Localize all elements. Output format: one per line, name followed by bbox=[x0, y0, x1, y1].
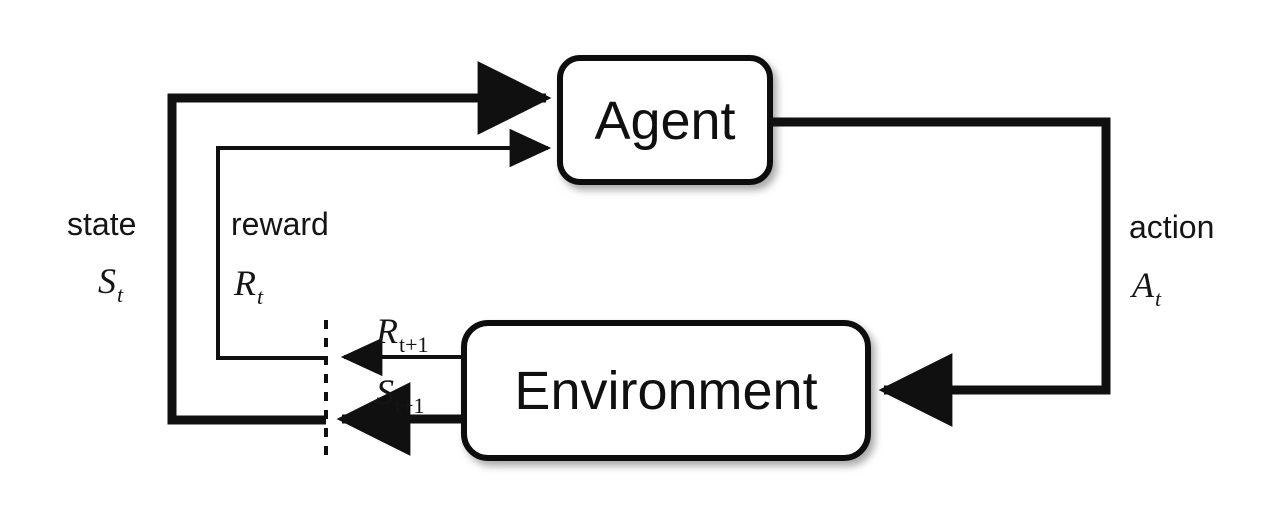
next-reward-symbol: Rt+1 bbox=[375, 311, 429, 357]
label-reward: reward Rt bbox=[231, 206, 329, 309]
edge-reward-feedback bbox=[216, 128, 552, 360]
node-agent[interactable]: Agent bbox=[557, 55, 773, 185]
next-state-symbol: St+1 bbox=[376, 372, 425, 418]
edge-action bbox=[770, 117, 1111, 427]
agent-label: Agent bbox=[594, 91, 735, 151]
environment-label: Environment bbox=[514, 361, 817, 421]
label-state: state St bbox=[67, 206, 136, 307]
reward-symbol: Rt bbox=[233, 263, 264, 309]
label-action: action At bbox=[1129, 209, 1214, 311]
state-symbol: St bbox=[98, 261, 124, 307]
action-symbol: At bbox=[1130, 265, 1162, 311]
node-environment[interactable]: Environment bbox=[461, 320, 871, 461]
reward-word: reward bbox=[231, 206, 329, 242]
action-word: action bbox=[1129, 209, 1214, 245]
state-word: state bbox=[67, 206, 136, 242]
environment-box[interactable] bbox=[461, 320, 871, 461]
edge-state-feedback bbox=[167, 61, 552, 425]
